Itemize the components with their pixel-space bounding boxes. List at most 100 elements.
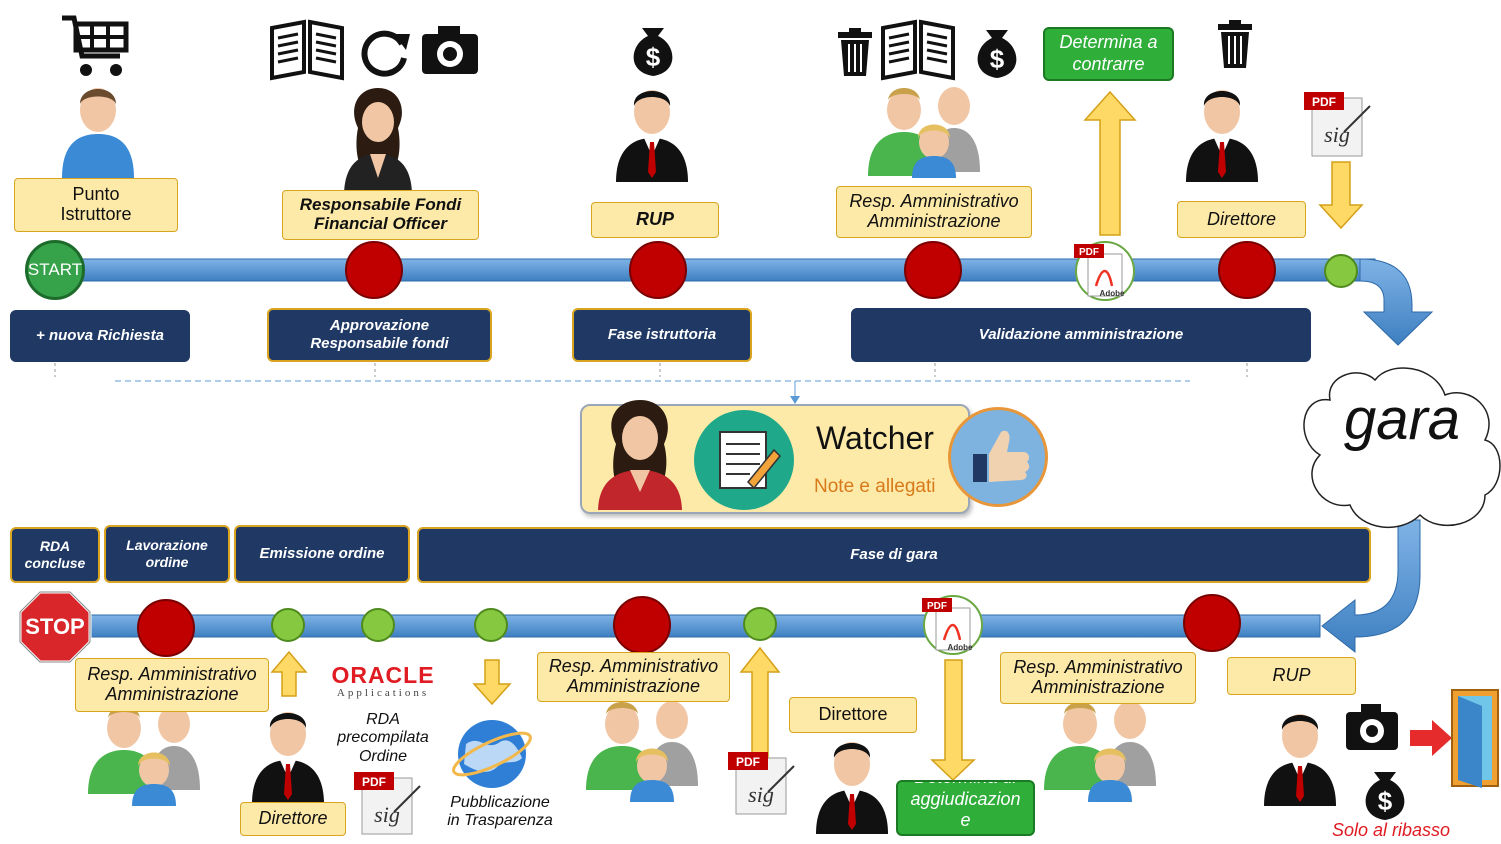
box-determina-contrarre[interactable]: Determina a contrarre — [1043, 27, 1174, 81]
arrow-down-sig-top — [1318, 161, 1364, 230]
svg-text:PDF: PDF — [1312, 95, 1336, 109]
label-direttore-bottom-2: Direttore — [789, 697, 917, 733]
stop-label: STOP — [25, 614, 85, 639]
pdf-sig-icon-2: PDF sig — [354, 772, 421, 835]
book-icon-2 — [881, 19, 955, 81]
book-icon — [270, 19, 344, 81]
node-bottom-3[interactable] — [474, 608, 508, 642]
group-icon-top — [868, 87, 980, 178]
phase-fase-di-gara[interactable]: Fase di gara — [417, 527, 1371, 583]
label-responsabile-fondi: Responsabile Fondi Financial Officer — [282, 190, 479, 240]
svg-text:Adobe: Adobe — [948, 643, 973, 652]
trash-icon-2 — [1218, 20, 1252, 68]
svg-text:$: $ — [646, 42, 661, 72]
node-validazione[interactable] — [904, 241, 962, 299]
svg-text:PDF: PDF — [1079, 247, 1099, 258]
arrow-up-direttore-1 — [270, 650, 308, 697]
phase-approvazione[interactable]: Approvazione Responsabile fondi — [267, 308, 492, 362]
node-bottom-2[interactable] — [361, 608, 395, 642]
group-icon-bottom-3 — [1044, 701, 1156, 802]
top-track — [54, 258, 1376, 282]
money-bag-icon-3: $ — [1365, 772, 1405, 820]
watcher-panel[interactable]: Watcher Note e allegati — [580, 400, 970, 514]
label-direttore-bottom-1: Direttore — [240, 802, 346, 836]
pdf-sig-icon: PDF sig — [1304, 92, 1371, 157]
camera-icon — [422, 26, 478, 74]
svg-text:PDF: PDF — [736, 755, 760, 769]
person-icon-direttore-bottom-1 — [252, 712, 324, 804]
group-icon-bottom-1 — [88, 705, 200, 806]
svg-text:PDF: PDF — [927, 601, 947, 612]
phase-lavorazione-ordine[interactable]: Lavorazione ordine — [104, 525, 230, 583]
person-icon-punto — [62, 88, 134, 178]
svg-text:$: $ — [990, 44, 1005, 74]
globe-icon — [452, 720, 532, 788]
rda-precompilata-text: RDA precompilata Ordine — [337, 711, 429, 765]
arrow-up-sig-bottom — [739, 646, 781, 761]
adobe-pdf-icon: PDF Adobe — [1074, 241, 1135, 301]
box-determina-aggiudicazione[interactable]: Determina di aggiudicazion e — [896, 780, 1035, 836]
svg-text:sig: sig — [748, 782, 774, 807]
phase-emissione-ordine[interactable]: Emissione ordine — [234, 525, 410, 583]
node-bottom-gara-2[interactable] — [1183, 594, 1241, 652]
top-curve-arrow — [1359, 258, 1434, 346]
trash-icon — [838, 28, 872, 76]
door-icon — [1451, 689, 1499, 788]
camera-icon-2 — [1346, 704, 1398, 750]
gara-label: gara — [1343, 387, 1461, 452]
arrow-down-determina-aggiud — [930, 659, 976, 782]
label-resp-amm-bottom-3: Resp. Amministrativo Amministrazione — [1000, 652, 1196, 704]
person-icon-woman — [344, 88, 412, 196]
bottom-curve-arrow — [1321, 519, 1421, 654]
svg-text:sig: sig — [1324, 122, 1350, 147]
gara-cloud — [1303, 367, 1501, 529]
label-resp-amm-top: Resp. Amministrativo Amministrazione — [836, 186, 1032, 238]
svg-text:PDF: PDF — [362, 775, 386, 789]
svg-text:sig: sig — [374, 802, 400, 827]
node-istruttoria[interactable] — [629, 241, 687, 299]
start-label: START — [27, 260, 83, 279]
refresh-icon — [361, 30, 410, 77]
start-node[interactable]: START — [25, 240, 85, 300]
person-icon-rup-bottom — [1264, 714, 1336, 806]
node-bottom-4[interactable] — [743, 607, 777, 641]
bottom-track — [54, 614, 1321, 638]
label-punto-istruttore: Punto Istruttore — [14, 178, 178, 232]
phase-istruttoria[interactable]: Fase istruttoria — [572, 308, 752, 362]
label-resp-amm-bottom-1: Resp. Amministrativo Amministrazione — [75, 658, 269, 712]
label-resp-amm-bottom-2: Resp. Amministrativo Amministrazione — [537, 652, 730, 702]
money-bag-icon-2: $ — [977, 30, 1017, 78]
svg-text:Adobe: Adobe — [1100, 289, 1125, 298]
person-icon-direttore-top — [1186, 90, 1258, 182]
phase-rda-concluse[interactable]: RDA concluse — [10, 527, 100, 583]
label-direttore-top: Direttore — [1177, 201, 1306, 238]
group-icon-bottom-2 — [586, 701, 698, 802]
watcher-title: Watcher — [816, 420, 934, 456]
notepad-icon — [694, 410, 794, 510]
node-approvazione[interactable] — [345, 241, 403, 299]
label-rup-bottom: RUP — [1227, 657, 1356, 695]
svg-text:$: $ — [1378, 786, 1393, 816]
arrow-up-determina — [1083, 90, 1137, 236]
node-direttore-top[interactable] — [1218, 241, 1276, 299]
oracle-logo: ORACLE Applications — [331, 662, 435, 700]
stop-sign-icon — [18, 590, 92, 664]
arrow-down-pubblicazione — [472, 659, 512, 706]
thumbs-up-icon[interactable] — [948, 407, 1048, 507]
pdf-sig-icon-3: PDF sig — [728, 752, 795, 815]
red-arrow-icon — [1410, 720, 1452, 756]
node-rda-concluse[interactable] — [137, 599, 195, 657]
person-icon-rup — [616, 90, 688, 182]
node-bottom-gara-1[interactable] — [613, 596, 671, 654]
person-icon-direttore-bottom-2 — [816, 742, 888, 834]
node-top-end[interactable] — [1324, 254, 1358, 288]
watcher-subtitle: Note e allegati — [814, 476, 936, 497]
money-bag-icon: $ — [633, 28, 673, 76]
phase-nuova-richiesta[interactable]: + nuova Richiesta — [10, 310, 190, 362]
phase-validazione[interactable]: Validazione amministrazione — [851, 308, 1311, 362]
woman-icon — [598, 400, 682, 510]
pubblicazione-text: Pubblicazione in Trasparenza — [447, 794, 553, 830]
label-rup-top: RUP — [591, 202, 719, 238]
node-bottom-1[interactable] — [271, 608, 305, 642]
